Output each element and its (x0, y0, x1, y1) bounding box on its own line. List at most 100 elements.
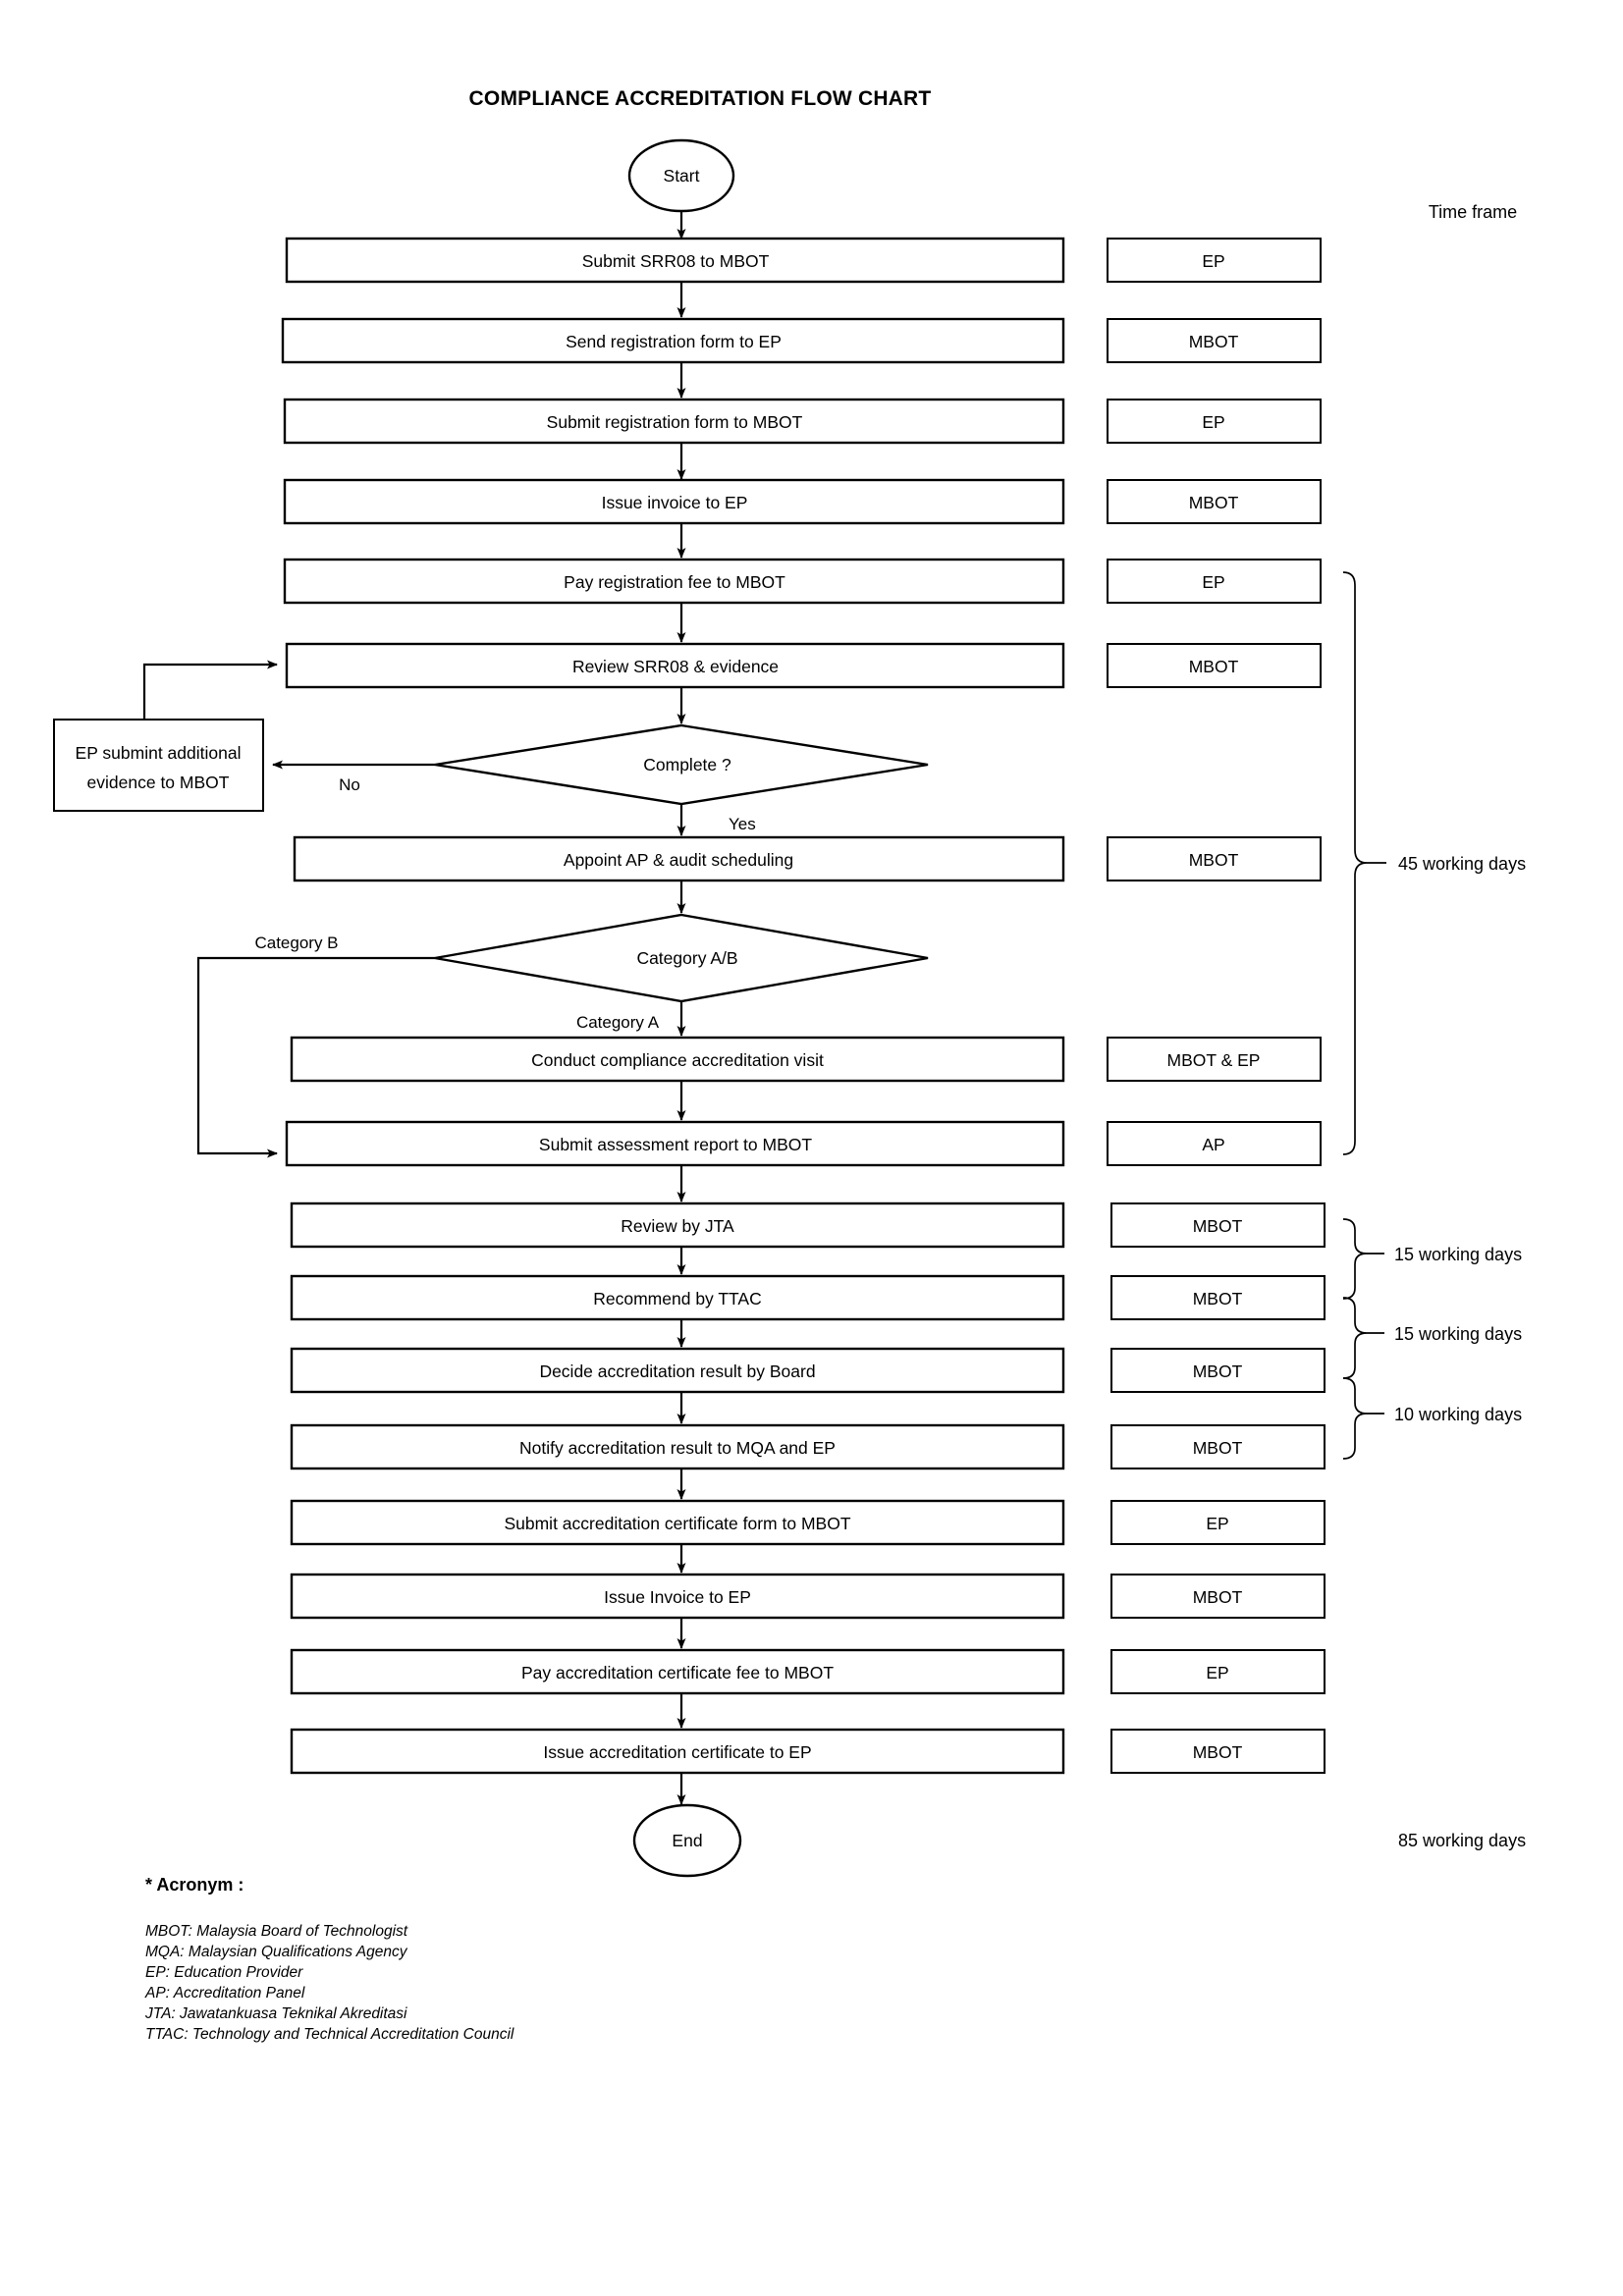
total-time-label: 85 working days (1398, 1831, 1526, 1850)
actor-box-12 (1110, 1348, 1325, 1393)
process-box-11 (290, 1274, 1065, 1321)
bracket-label-45-days: 45 working days (1398, 854, 1526, 874)
process-label-11: Recommend by TTAC (593, 1289, 762, 1308)
process-box-9 (285, 1120, 1065, 1167)
acronym-item-2: MQA: Malaysian Qualifications Agency (145, 1944, 408, 1960)
process-box-12 (290, 1347, 1065, 1394)
actor-label-9: AP (1202, 1135, 1224, 1154)
process-box-4 (283, 478, 1065, 525)
actor-box-17 (1110, 1729, 1325, 1774)
process-label-1: Submit SRR08 to MBOT (582, 251, 770, 271)
process-box-5 (283, 558, 1065, 605)
process-box-14 (290, 1499, 1065, 1546)
actor-box-9 (1107, 1121, 1322, 1166)
process-box-17 (290, 1728, 1065, 1775)
actor-label-7: MBOT (1189, 850, 1239, 870)
process-label-15: Issue Invoice to EP (604, 1587, 751, 1607)
process-label-7: Appoint AP & audit scheduling (564, 850, 793, 870)
branch-label-category-a: Category A (576, 1013, 660, 1032)
actor-label-16: EP (1206, 1663, 1228, 1682)
acronym-item-4: AP: Accreditation Panel (144, 1985, 305, 2002)
process-label-13: Notify accreditation result to MQA and E… (519, 1438, 836, 1458)
actor-label-4: MBOT (1189, 493, 1239, 512)
process-box-1 (285, 237, 1065, 284)
process-label-10: Review by JTA (621, 1216, 734, 1236)
actor-box-10 (1110, 1202, 1325, 1248)
actor-box-6 (1107, 643, 1322, 688)
process-box-10 (290, 1201, 1065, 1249)
rework-box (53, 719, 264, 812)
process-box-13 (290, 1423, 1065, 1470)
actor-label-10: MBOT (1193, 1216, 1243, 1236)
actor-label-6: MBOT (1189, 657, 1239, 676)
bracket-15-days-2 (1342, 1297, 1368, 1379)
rework-box-line2: evidence to MBOT (87, 773, 230, 792)
terminal-end (632, 1803, 742, 1878)
process-box-15 (290, 1573, 1065, 1620)
terminal-end-label: End (672, 1831, 702, 1850)
process-label-12: Decide accreditation result by Board (539, 1362, 815, 1381)
actor-label-15: MBOT (1193, 1587, 1243, 1607)
process-label-5: Pay registration fee to MBOT (564, 572, 785, 592)
bracket-label-10-days: 10 working days (1394, 1405, 1522, 1424)
actor-label-2: MBOT (1189, 332, 1239, 351)
actor-label-13: MBOT (1193, 1438, 1243, 1458)
actor-box-4 (1107, 479, 1322, 524)
process-label-8: Conduct compliance accreditation visit (531, 1050, 824, 1070)
acronym-item-3: EP: Education Provider (145, 1964, 303, 1981)
actor-label-8: MBOT & EP (1167, 1050, 1261, 1070)
actor-label-5: EP (1202, 572, 1224, 592)
connector-rework-loopback (142, 660, 278, 720)
decision-category-label: Category A/B (636, 948, 737, 968)
process-box-7 (293, 835, 1065, 882)
actor-label-12: MBOT (1193, 1362, 1243, 1381)
acronym-heading: * Acronym : (145, 1875, 243, 1895)
actor-box-14 (1110, 1500, 1325, 1545)
acronym-item-1: MBOT: Malaysia Board of Technologist (145, 1923, 408, 1940)
process-box-2 (281, 317, 1065, 364)
bracket-45-days (1342, 571, 1368, 1155)
process-box-3 (283, 398, 1065, 445)
process-box-16 (290, 1648, 1065, 1695)
decision-complete-label: Complete ? (643, 755, 731, 774)
actor-box-8 (1107, 1037, 1322, 1082)
process-label-14: Submit accreditation certificate form to… (504, 1514, 850, 1533)
actor-label-3: EP (1202, 412, 1224, 432)
bracket-15-days-1 (1342, 1218, 1368, 1300)
bracket-10-days (1342, 1377, 1368, 1460)
branch-label-no: No (339, 775, 360, 794)
branch-label-yes: Yes (729, 815, 756, 833)
process-label-6: Review SRR08 & evidence (572, 657, 779, 676)
process-box-8 (290, 1036, 1065, 1083)
rework-box-line1: EP submint additional (76, 743, 242, 763)
connector-category-b (196, 956, 435, 1158)
process-label-17: Issue accreditation certificate to EP (543, 1742, 811, 1762)
process-label-9: Submit assessment report to MBOT (539, 1135, 812, 1154)
process-label-16: Pay accreditation certificate fee to MBO… (521, 1663, 834, 1682)
actor-box-16 (1110, 1649, 1325, 1694)
actor-box-2 (1107, 318, 1322, 363)
time-frame-header: Time frame (1429, 202, 1517, 222)
actor-box-3 (1107, 399, 1322, 444)
acronym-item-6: TTAC: Technology and Technical Accredita… (145, 2026, 514, 2043)
actor-label-14: EP (1206, 1514, 1228, 1533)
actor-box-7 (1107, 836, 1322, 881)
actor-label-1: EP (1202, 251, 1224, 271)
actor-box-13 (1110, 1424, 1325, 1469)
actor-box-11 (1110, 1275, 1325, 1320)
process-label-2: Send registration form to EP (566, 332, 782, 351)
actor-box-5 (1107, 559, 1322, 604)
actor-box-1 (1107, 238, 1322, 283)
bracket-label-15-days-1: 15 working days (1394, 1245, 1522, 1264)
process-box-6 (285, 642, 1065, 689)
acronym-item-5: JTA: Jawatankuasa Teknikal Akreditasi (144, 2005, 407, 2022)
actor-label-17: MBOT (1193, 1742, 1243, 1762)
process-label-4: Issue invoice to EP (602, 493, 748, 512)
terminal-start-label: Start (664, 166, 700, 186)
actor-label-11: MBOT (1193, 1289, 1243, 1308)
branch-label-category-b: Category B (254, 934, 338, 952)
bracket-label-15-days-2: 15 working days (1394, 1324, 1522, 1344)
process-label-3: Submit registration form to MBOT (547, 412, 803, 432)
